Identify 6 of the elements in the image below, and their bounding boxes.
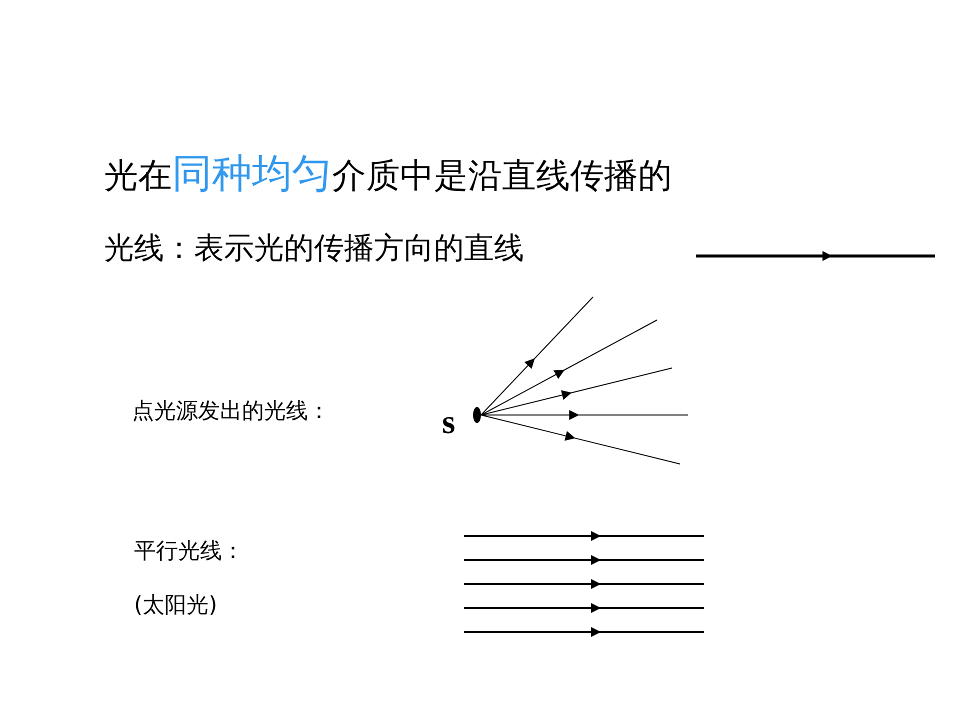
caption-text: (太阳光) — [134, 592, 218, 620]
caption-text: 光线：表示光的传播方向的直线 — [104, 230, 524, 268]
caption-text: 平行光线： — [134, 538, 244, 566]
title: 光在同种均匀介质中是沿直线传播的 — [104, 150, 672, 199]
caption-text: 点光源发出的光线： — [132, 398, 330, 426]
source-label: s — [442, 404, 456, 442]
